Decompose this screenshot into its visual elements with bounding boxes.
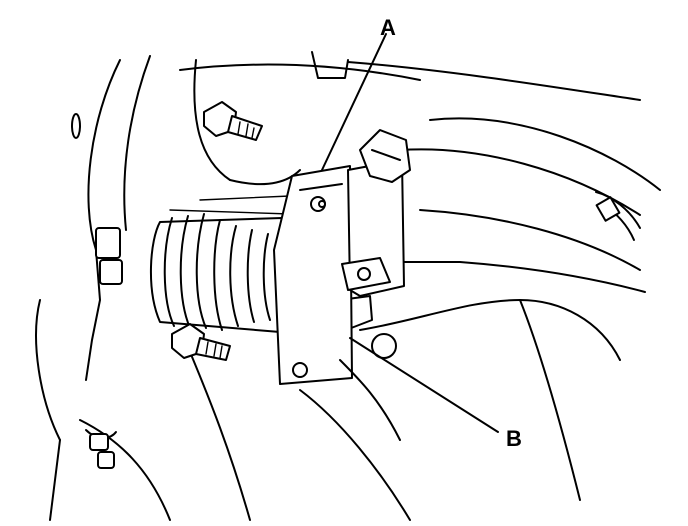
chassis-frame (35, 51, 661, 521)
hose-right (595, 191, 641, 241)
upper-bolt (203, 101, 263, 141)
harness-left (85, 227, 123, 469)
bearing-bracket (273, 165, 353, 385)
leader-line-b (349, 337, 499, 433)
leader-line-a (321, 33, 387, 171)
lower-bolt (171, 323, 231, 361)
lower-mount (339, 333, 401, 441)
callout-label-a: A (380, 15, 396, 40)
driveshaft-boot (149, 213, 283, 333)
upper-clip (341, 129, 411, 297)
callout-label-b: B (506, 426, 522, 451)
